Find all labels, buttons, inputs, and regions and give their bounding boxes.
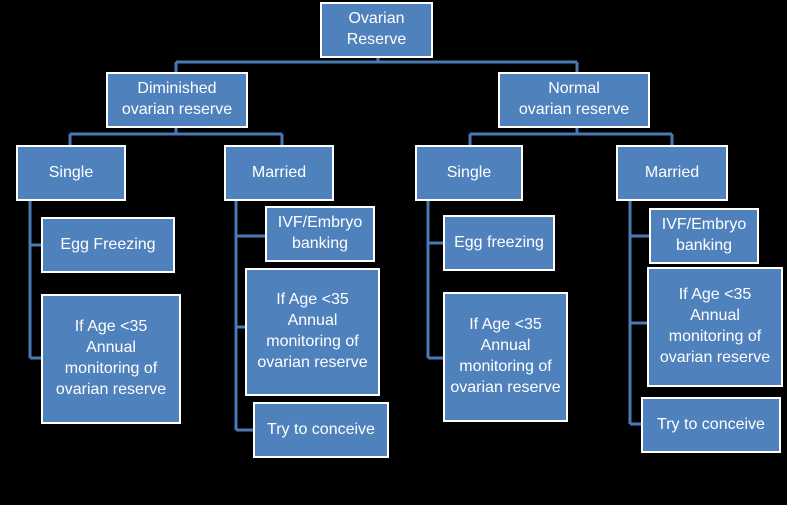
item-egg-freezing-normal: Egg freezing bbox=[443, 215, 555, 271]
item-try-conceive-normal: Try to conceive bbox=[641, 397, 781, 453]
item-label: Try to conceive bbox=[657, 415, 765, 433]
item-label: Egg Freezing bbox=[60, 235, 156, 253]
group-label: Married bbox=[251, 163, 307, 181]
group-single-diminished: Single bbox=[16, 145, 126, 201]
root-ovarian-reserve: Ovarian Reserve bbox=[320, 2, 433, 58]
item-label: Egg freezing bbox=[454, 233, 544, 251]
item-ivf-diminished: IVF/Embryo banking bbox=[265, 206, 375, 262]
branch-diminished: Diminished ovarian reserve bbox=[106, 72, 248, 128]
item-ivf-normal: IVF/Embryo banking bbox=[649, 208, 759, 264]
item-try-conceive-diminished: Try to conceive bbox=[253, 402, 389, 458]
item-age-monitoring-diminished-married: If Age <35 Annual monitoring of ovarian … bbox=[245, 268, 380, 396]
item-label: If Age <35 Annual monitoring of ovarian … bbox=[659, 286, 771, 366]
item-label: If Age <35 Annual monitoring of ovarian … bbox=[450, 316, 561, 396]
branch-label: Diminished ovarian reserve bbox=[121, 80, 233, 118]
group-label: Single bbox=[446, 163, 492, 181]
item-age-monitoring-diminished-single: If Age <35 Annual monitoring of ovarian … bbox=[41, 294, 181, 424]
item-label: IVF/Embryo banking bbox=[277, 214, 363, 252]
item-label: IVF/Embryo banking bbox=[661, 216, 747, 254]
item-age-monitoring-normal-married: If Age <35 Annual monitoring of ovarian … bbox=[647, 267, 783, 387]
branch-label: Normal ovarian reserve bbox=[518, 80, 630, 118]
item-egg-freezing-diminished: Egg Freezing bbox=[41, 217, 175, 273]
group-label: Single bbox=[48, 163, 94, 181]
item-label: If Age <35 Annual monitoring of ovarian … bbox=[55, 318, 167, 398]
item-age-monitoring-normal-single: If Age <35 Annual monitoring of ovarian … bbox=[443, 292, 568, 422]
root-label: Ovarian Reserve bbox=[346, 10, 407, 48]
group-single-normal: Single bbox=[415, 145, 523, 201]
item-label: If Age <35 Annual monitoring of ovarian … bbox=[257, 291, 368, 371]
item-label: Try to conceive bbox=[267, 420, 375, 438]
group-married-diminished: Married bbox=[224, 145, 334, 201]
group-married-normal: Married bbox=[616, 145, 728, 201]
group-label: Married bbox=[644, 163, 700, 181]
branch-normal: Normal ovarian reserve bbox=[498, 72, 650, 128]
